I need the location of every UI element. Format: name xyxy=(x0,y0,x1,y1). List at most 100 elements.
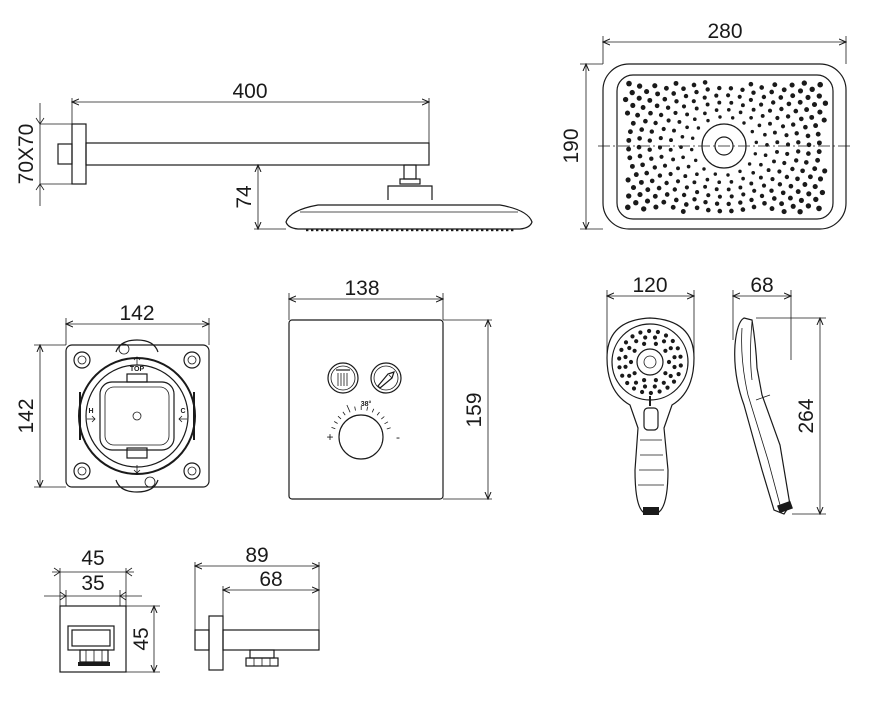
handshower-nozzle xyxy=(642,384,648,389)
head-nozzle xyxy=(705,102,710,107)
handshower-nozzle xyxy=(670,338,675,344)
head-nozzle xyxy=(714,93,719,98)
head-nozzle xyxy=(695,172,699,177)
head-nozzle xyxy=(683,93,689,99)
head-nozzle-tip xyxy=(326,229,329,232)
head-nozzle xyxy=(626,193,632,199)
dim-head-height: 190 xyxy=(560,128,583,163)
head-nozzle xyxy=(751,90,756,95)
head-nozzle xyxy=(763,132,767,137)
head-nozzle xyxy=(659,154,664,159)
head-nozzle xyxy=(718,115,722,119)
head-nozzle xyxy=(629,163,635,169)
head-nozzle xyxy=(670,204,676,210)
head-nozzle xyxy=(775,149,779,154)
head-nozzle xyxy=(758,175,763,180)
handshower-front-view: 120 xyxy=(607,274,694,515)
head-nozzle xyxy=(627,129,633,135)
handshower-mode-button[interactable] xyxy=(643,407,659,431)
dim-arm-drop: 74 xyxy=(233,185,256,209)
faceplate-head-button[interactable] xyxy=(327,362,359,394)
faceplate-plus-label: + xyxy=(326,430,333,444)
faceplate-scale-tick xyxy=(384,421,389,425)
head-nozzle xyxy=(805,94,811,100)
head-nozzle xyxy=(798,116,804,122)
head-nozzle xyxy=(772,130,777,135)
head-nozzle xyxy=(637,192,643,198)
head-nozzle xyxy=(658,136,663,141)
handshower-nozzle xyxy=(631,386,637,391)
dim-head-width: 280 xyxy=(707,20,742,43)
head-nozzle xyxy=(762,200,767,206)
handshower-nozzle xyxy=(632,348,637,353)
head-nozzle xyxy=(772,159,776,164)
head-nozzle xyxy=(777,169,782,174)
head-nozzle xyxy=(625,204,631,211)
head-nozzle xyxy=(812,184,818,190)
head-nozzle xyxy=(761,183,767,188)
head-nozzle xyxy=(661,199,667,205)
head-nozzle xyxy=(649,129,654,134)
head-nozzle-field xyxy=(622,80,829,215)
arm-wall-flange xyxy=(71,123,87,185)
head-nozzle xyxy=(749,181,754,186)
head-nozzle xyxy=(737,94,742,99)
plate-lug-bl xyxy=(73,462,91,480)
head-nozzle xyxy=(759,162,763,167)
head-nozzle xyxy=(813,123,819,129)
head-nozzle xyxy=(671,157,676,162)
head-nozzle-tip xyxy=(351,229,354,232)
head-nozzle xyxy=(657,173,663,178)
faceplate-thermostat-knob[interactable] xyxy=(338,414,384,460)
head-nozzle xyxy=(798,197,804,203)
handshower-nozzle xyxy=(623,340,629,345)
faceplate-scale-tick xyxy=(381,416,385,420)
outlet-side-view: 89 68 xyxy=(195,544,319,671)
head-nozzle xyxy=(806,142,812,148)
head-nozzle xyxy=(772,82,778,88)
head-nozzle-tip xyxy=(451,229,454,232)
arm-connector xyxy=(403,164,417,180)
head-nozzle xyxy=(673,197,679,203)
head-nozzle-tip xyxy=(441,229,444,232)
head-nozzle xyxy=(797,209,803,215)
head-nozzle xyxy=(694,89,699,95)
head-nozzle xyxy=(729,208,734,214)
head-nozzle xyxy=(800,168,805,174)
head-outer-frame xyxy=(602,63,847,230)
head-nozzle xyxy=(766,168,771,173)
dim-handshower-depth: 68 xyxy=(750,274,773,297)
head-nozzle xyxy=(729,180,734,184)
head-nozzle xyxy=(702,80,708,85)
head-nozzle xyxy=(769,89,775,95)
handshower-nozzle xyxy=(653,341,659,346)
head-nozzle xyxy=(759,85,765,90)
head-nozzle xyxy=(738,110,743,115)
head-nozzle xyxy=(803,124,808,130)
head-nozzle xyxy=(794,131,799,136)
head-nozzle xyxy=(652,193,658,199)
head-nozzle-tip xyxy=(436,229,439,232)
handshower-nozzle xyxy=(634,339,639,344)
plate-bottom-clip xyxy=(126,447,148,459)
faceplate-temp-label: 38° xyxy=(361,400,372,408)
head-nozzle xyxy=(639,127,645,132)
head-nozzle xyxy=(751,204,757,210)
faceplate-outline xyxy=(288,319,444,500)
head-nozzle xyxy=(656,185,662,191)
spout-nipple xyxy=(249,649,275,659)
head-nozzle-tip xyxy=(396,229,399,232)
head-nozzle xyxy=(809,86,815,92)
head-nozzle xyxy=(671,91,677,96)
faceplate-hand-button[interactable] xyxy=(370,362,402,394)
head-nozzle xyxy=(742,121,746,125)
head-nozzle xyxy=(626,80,632,87)
head-nozzle xyxy=(740,87,745,93)
handshower-nozzle xyxy=(652,335,658,340)
head-nozzle xyxy=(813,196,819,203)
faceplate-scale xyxy=(331,404,391,430)
head-nozzle xyxy=(655,91,661,97)
head-nozzle xyxy=(726,201,731,207)
head-nozzle xyxy=(666,118,671,123)
head-nozzle xyxy=(665,105,671,110)
